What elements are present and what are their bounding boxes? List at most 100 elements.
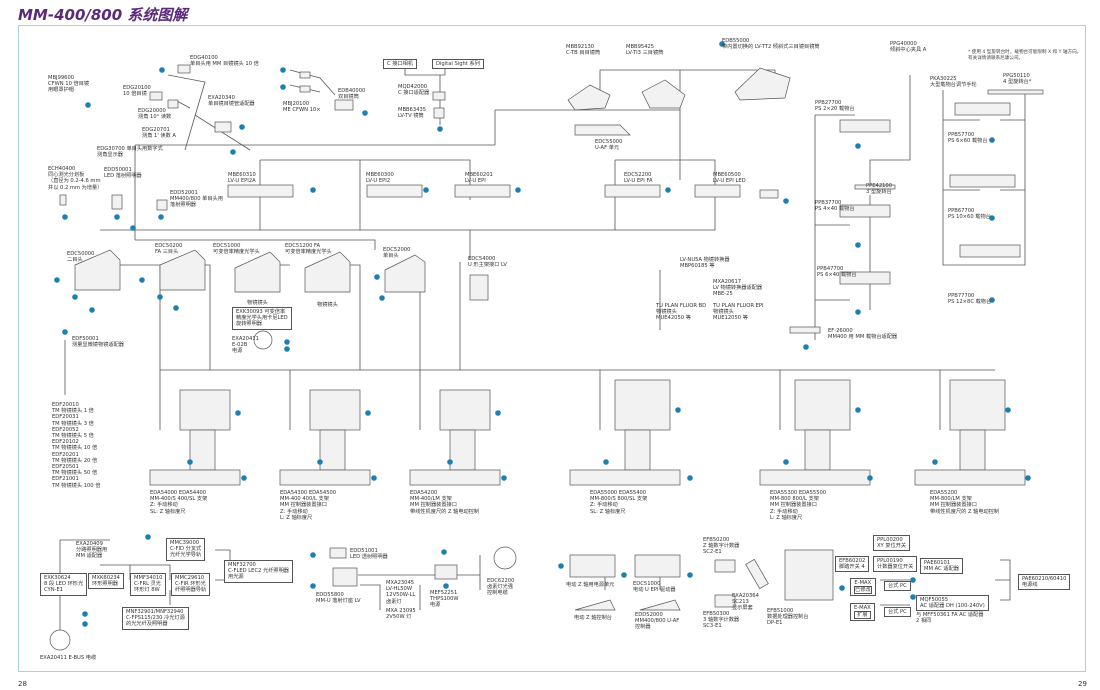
label-EXA20340: EXA20340 单目镜目镜管适配器 bbox=[208, 95, 255, 108]
MMC39000-box: MMC39000 C-FID 分叉式 光纤光学导轨 bbox=[166, 538, 206, 561]
label-EDC51000-driver: EDC51000 电动 U EPI 驱动器 bbox=[633, 581, 676, 594]
label-MBJ20100: MBJ20100 ME CFWN 10× bbox=[283, 101, 321, 114]
label-EDC51000: EDC51000 可变倍率精度光学头 bbox=[213, 243, 260, 256]
label-MXA23095: MXA 23095 2V50W 灯 bbox=[386, 608, 416, 621]
objective-list: EDF20010 TM 物镜镜头 1 倍 EDF20031 TM 物镜镜头 3 … bbox=[52, 402, 101, 489]
label-stand-800-lm: EDA55200 MM-800/LM 支架 MM 控制器装置接口 带线性机度尺的… bbox=[930, 490, 1000, 515]
label-MXA20617: MXA20617 LV 物镜转换器适配器 MBE-25 bbox=[713, 279, 763, 298]
label-MBE60310: MBE60310 LV-U EPI2A bbox=[228, 172, 256, 185]
label-stand-400-lm: EDA54200 MM-400/LM 支架 MM 控制器装置接口 带线性机度尺的… bbox=[410, 490, 480, 515]
label-EDD51001: EDD51001 LED 透射照明器 bbox=[350, 548, 388, 561]
label-LV-NU5A: LV-NU5A 物镜转换器 MBP60185 等 bbox=[680, 257, 730, 270]
EXK30093-box: EXK30093 可变倍率 精度光学头用卡尼LED 旋转照明器 bbox=[232, 307, 292, 330]
e-max-sub: 扩展 bbox=[854, 611, 871, 620]
MNF32700-box: MNF32700 C-FLED LEC2 光纤照明器 用光源 bbox=[224, 560, 293, 583]
reticle-icon bbox=[59, 194, 67, 206]
power-cable-coil-icon bbox=[49, 629, 71, 651]
MXK60234-box: MXK60234 环形照明器 bbox=[88, 573, 124, 590]
label-EDD52000: EDD52000 MM400/800 U-AF 控制器 bbox=[635, 612, 680, 631]
desktop-pc-box-2: 台式 PC bbox=[884, 607, 911, 618]
label-EDD52001: EDD52001 MM400/800 单目头用 落射照明器 bbox=[170, 190, 223, 209]
label-MBE60500: MBE60500 LV-U EPI LED bbox=[713, 172, 746, 185]
label-EXA20364: EXA20364 SC213 显示屏套 bbox=[732, 593, 759, 612]
label-MXA23045: MXA23045 LV-HL50W 12V50W-LL 卤素灯 bbox=[386, 580, 416, 605]
epi-illuminator-units-icon bbox=[227, 184, 779, 199]
desktop-pc-box-1: 台式 PC bbox=[884, 581, 911, 592]
label-EDG40100: EDG40100 单目头用 MM 目镜镜头 10 倍 bbox=[190, 55, 259, 68]
label-MQF50055-note: 与 MFF50361 FA AC 适配器 2 相同 bbox=[916, 612, 984, 625]
label-PPB27700: PPB27700 PS 2×20 载物台 bbox=[815, 100, 855, 113]
label-MBB95425: MBB95425 LV-TI3 三目镜筒 bbox=[626, 44, 664, 57]
label-EDC62200: EDC62200 卤素灯光强 控制电缆 bbox=[487, 578, 515, 597]
c-mount-camera-box: C 接口相机 bbox=[383, 59, 418, 70]
PPL00190-box: PPL00190 计数器复位开关 bbox=[873, 556, 918, 573]
diagram-frame bbox=[18, 25, 1086, 672]
PAE60210-box: PAE60210/60410 电源线 bbox=[1018, 574, 1071, 591]
label-EDC52200: EDC52200 LV-U EPI FA bbox=[624, 172, 653, 185]
label-EDG30700: EDG30700 单目头用数字式 测角显示器 bbox=[97, 146, 163, 159]
label-stand-400-s: EDA54000 EDA54400 MM-400/S 400/SL 支架 Z: … bbox=[150, 490, 208, 515]
label-MBE60201: MBE60201 LV-U EPI bbox=[465, 172, 493, 185]
page-title: MM-400/800 系统图解 bbox=[18, 6, 188, 24]
label-stand-800-s: EDA55000 EDA55400 MM-800/S 800/SL 支架 Z: … bbox=[590, 490, 648, 515]
label-EDB40000: EDB40000 双目镜筒 bbox=[338, 88, 366, 101]
label-EFB50300: EFB50300 3 轴数字计数器 SC3-E1 bbox=[703, 611, 740, 630]
PPL00200-box: PPL00200 XY 复位开关 bbox=[873, 535, 911, 552]
eyepiece-icon bbox=[149, 64, 191, 109]
page-number-right: 29 bbox=[1078, 680, 1087, 688]
u-mount-interface-icon bbox=[469, 274, 489, 301]
label-EF26000: EF-26000 MM400 用 MM 载物台适配器 bbox=[828, 328, 898, 341]
label-EDC51200: EDC51200 FA 可变倍率精度光学头 bbox=[285, 243, 332, 256]
MQF50055-box: MQF50055 AC 适配器 DH (100-240V) bbox=[916, 595, 989, 612]
power-supply-icon bbox=[434, 564, 458, 580]
MMC29610-box: MMC29610 C-FIR 环形光 纤照明器导轨 bbox=[171, 573, 211, 596]
data-processor-icon bbox=[784, 549, 834, 601]
lamp-house-icon bbox=[332, 567, 358, 587]
PAE60101-box: PAE60101 MM AC 适配器 bbox=[920, 558, 963, 575]
EFB60202-box: EFB60202 脚踏开关 4 bbox=[835, 556, 870, 573]
binocular-tube-icon bbox=[299, 71, 354, 111]
label-ECH40400: ECH40400 同心测光分划板 （直径为 0.2-4.6 mm 并以 0.2 … bbox=[48, 166, 103, 191]
c-mount-adapter-icon bbox=[432, 91, 446, 101]
label-objective-1: 物镜镜头 bbox=[247, 300, 268, 306]
label-EDF50001: EDF50001 测量显微镜物镜适配器 bbox=[72, 336, 124, 349]
label-EXA20411-e02b: EXA20411 E-02B 电源 bbox=[232, 336, 259, 355]
counter-icon bbox=[714, 594, 736, 608]
label-EFB51000: EFB51000 数据处理器控制台 DP-E1 bbox=[767, 608, 809, 627]
label-EDC55000: EDC55000 U-AF 单元 bbox=[595, 139, 623, 152]
label-EDG20100: EDG20100 10 倍目镜 bbox=[123, 85, 151, 98]
label-MBE60300: MBE60300 LV-U EPI2 bbox=[366, 172, 394, 185]
label-TU-PLAN-FLUOR-BD: TU PLAN FLUOR BD 物镜镜头 MUE42050 等 bbox=[656, 303, 707, 322]
eyepiece-adapter-icon bbox=[214, 121, 232, 133]
label-MQD42000: MQD42000 C 接口适配器 bbox=[398, 84, 430, 97]
label-TU-PLAN-FLUOR-EPI: TU PLAN FLUOR EPI 物镜镜头 MUE12050 等 bbox=[713, 303, 764, 322]
digital-sight-box: Digital Sight 系列 bbox=[432, 59, 484, 70]
label-MBB92130: MBB92130 C-TB 目目镜筒 bbox=[566, 44, 601, 57]
label-MEF52251: MEF52251 THPS100W 电源 bbox=[430, 590, 459, 609]
MNF32901-box: MNF32901/MNF32940 C-FPS115/230 冷光灯源 的光光纤… bbox=[122, 607, 189, 630]
label-EDG20000: EDG20000 测角 10° 读数 bbox=[138, 108, 172, 121]
trinocular-tube-icon bbox=[567, 84, 611, 111]
label-EDC50200: EDC50200 FA 三目头 bbox=[155, 243, 183, 256]
label-PPE42100: PPE42100 3 型旋转台 bbox=[866, 183, 893, 196]
label-z-power-unit: 电动 Z 轴用电源单元 bbox=[566, 582, 615, 588]
label-PPG40000: PPG40000 倾斜中心夹具 A bbox=[890, 41, 927, 54]
stage-icon bbox=[789, 89, 1044, 334]
epi-illuminator-icon bbox=[156, 199, 168, 211]
label-stand-800-l: EDA55300 EDA55500 MM-800 800/L 支架 MM 控制器… bbox=[770, 490, 827, 521]
label-PPB67700: PPB67700 PS 10×60 载物台 bbox=[948, 208, 991, 221]
halogen-cable-coil-icon bbox=[493, 546, 517, 570]
e-max-sub: 已修改 bbox=[854, 586, 872, 595]
label-EDD55800: EDD55800 MM-U 落射灯座 LV bbox=[316, 592, 361, 605]
led-transmitted-illuminator-icon bbox=[329, 547, 347, 559]
EXK30624-box: EXK30624 8 段 LED 环形光 CYN-E1 bbox=[40, 573, 88, 596]
label-EXA20409: EXA20409 分路照明器用 MM 适配器 bbox=[76, 541, 108, 560]
label-EDC50000: EDC50000 二目头 bbox=[67, 251, 95, 264]
label-EDD50001: EDD50001 LED 落射照明器 bbox=[104, 167, 142, 180]
label-EDC52000: EDC52000 单目头 bbox=[383, 247, 411, 260]
label-PPG50110: PPG50110 4 型旋转台* bbox=[1003, 73, 1032, 86]
e-max-label: E-MAX bbox=[854, 580, 872, 586]
display-cover-icon bbox=[745, 558, 769, 590]
label-MBB63435: MBB63435 LV-TV 镜筒 bbox=[398, 107, 427, 120]
